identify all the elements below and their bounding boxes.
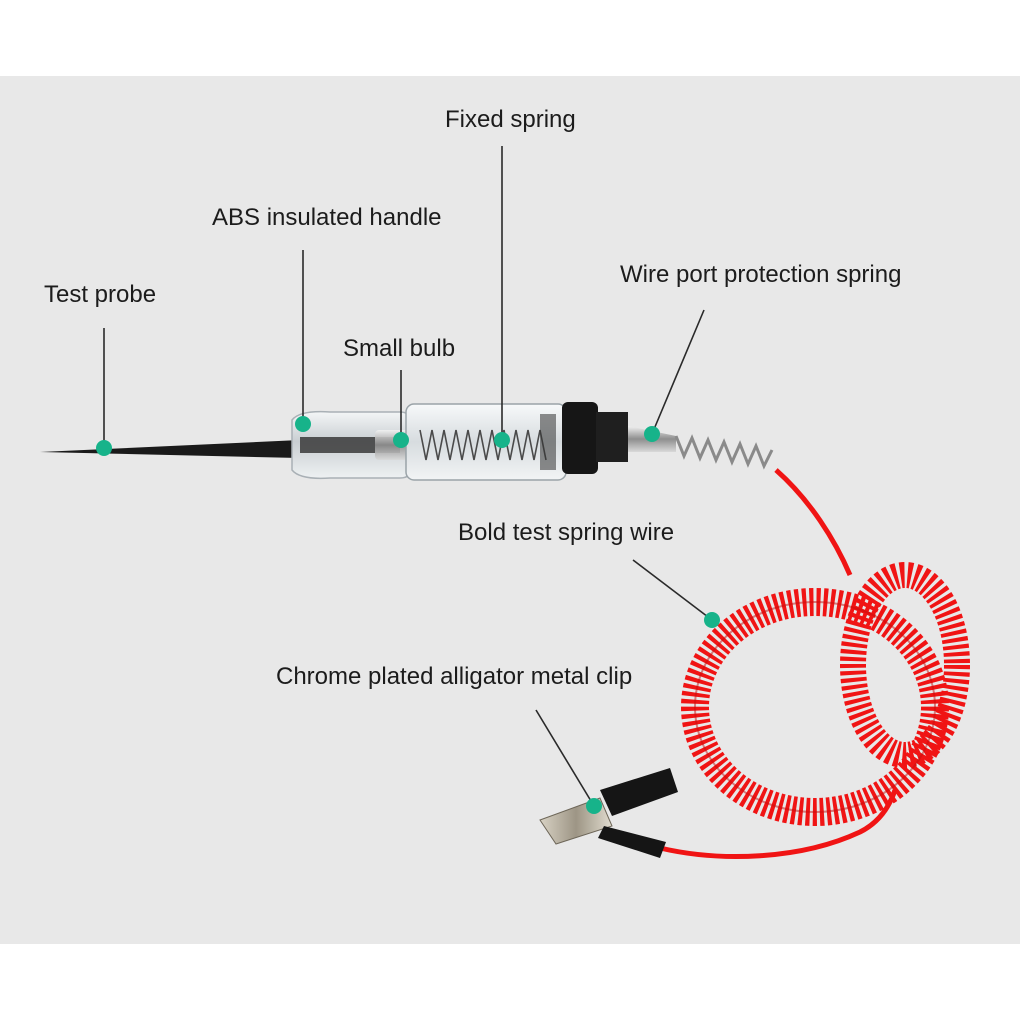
marker-abs-handle bbox=[295, 416, 311, 432]
transparent-tube bbox=[405, 403, 567, 481]
label-wire-port-spring: Wire port protection spring bbox=[620, 261, 901, 288]
callout-markers bbox=[96, 416, 720, 814]
label-fixed-spring: Fixed spring bbox=[445, 106, 576, 133]
coiled-cable bbox=[659, 468, 970, 859]
label-small-bulb: Small bulb bbox=[343, 335, 455, 362]
label-alligator-clip: Chrome plated alligator metal clip bbox=[276, 663, 632, 690]
label-abs-handle: ABS insulated handle bbox=[212, 204, 442, 231]
marker-small-bulb bbox=[393, 432, 409, 448]
abs-handle bbox=[291, 410, 413, 480]
marker-bold-spring-wire bbox=[704, 612, 720, 628]
marker-test-probe bbox=[96, 440, 112, 456]
black-end-cap bbox=[562, 402, 628, 474]
leader-lines bbox=[103, 146, 713, 807]
label-test-probe: Test probe bbox=[44, 281, 156, 308]
marker-alligator-clip bbox=[586, 798, 602, 814]
marker-fixed-spring bbox=[494, 432, 510, 448]
callout-labels: Test probe ABS insulated handle Small bu… bbox=[44, 106, 901, 690]
marker-wire-port-spring bbox=[644, 426, 660, 442]
background-panel bbox=[0, 76, 1020, 944]
label-bold-spring-wire: Bold test spring wire bbox=[458, 519, 674, 546]
